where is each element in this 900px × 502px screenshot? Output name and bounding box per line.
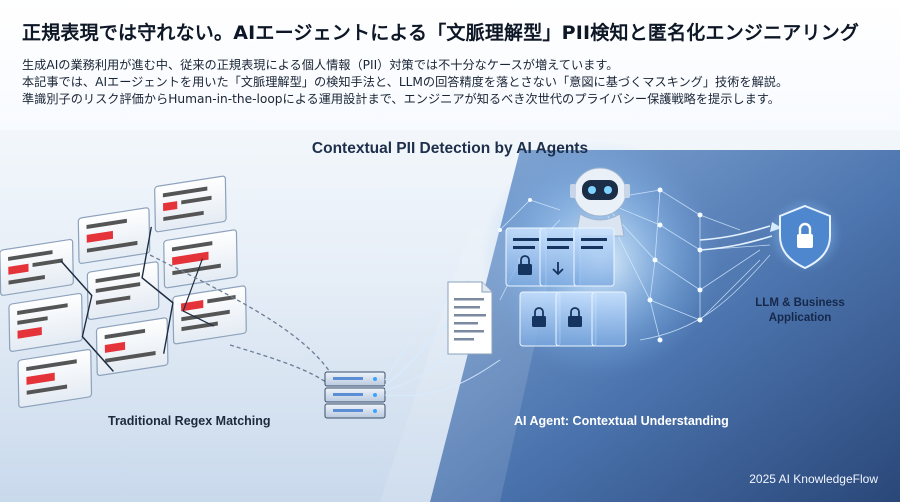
description-line-1: 生成AIの業務利用が進む中、従来の正規表現による個人情報（PII）対策では不十分…	[22, 58, 619, 72]
tile	[163, 229, 238, 289]
tile	[95, 317, 169, 377]
tile	[172, 285, 247, 345]
document-icon	[447, 281, 493, 355]
tile	[17, 348, 93, 408]
header-area	[0, 0, 900, 130]
page-description: 生成AIの業務利用が進む中、従来の正規表現による個人情報（PII）対策では不十分…	[22, 57, 882, 108]
tile	[8, 292, 84, 352]
regex-tile-grid	[0, 175, 247, 408]
shield-lock-icon	[779, 204, 831, 270]
footer-credit: 2025 AI KnowledgeFlow	[749, 472, 878, 486]
illustration-title: Contextual PII Detection by AI Agents	[311, 140, 589, 157]
padlock-icon	[518, 255, 582, 327]
network-nodes	[498, 187, 703, 343]
tile	[86, 261, 160, 321]
tile	[154, 175, 227, 233]
app-label: LLM & Business Application	[755, 297, 845, 324]
tile	[77, 207, 151, 264]
page-title: 正規表現では守れない。AIエージェントによる「文脈理解型」PII検知と匿名化エン…	[22, 22, 860, 44]
description-line-3: 準識別子のリスク評価からHuman-in-the-loopによる運用設計まで、エ…	[22, 92, 780, 106]
document-panel	[505, 227, 627, 347]
regex-label: Traditional Regex Matching	[108, 414, 271, 428]
description-line-2: 本記事では、AIエージェントを用いた「文脈理解型」の検知手法と、LLMの回答精度…	[22, 75, 789, 89]
agent-label: AI Agent: Contextual Understanding	[514, 414, 729, 428]
robot-icon	[570, 167, 630, 237]
tile	[0, 238, 74, 296]
server-icon	[324, 371, 386, 419]
